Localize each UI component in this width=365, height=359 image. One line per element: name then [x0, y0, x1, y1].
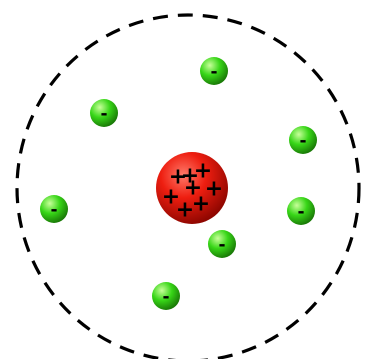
- electron-charge-sign: -: [50, 200, 57, 220]
- electron-charge-sign: -: [100, 104, 107, 124]
- electron-charge-sign: -: [210, 62, 217, 82]
- proton-charge-sign: +: [176, 198, 194, 223]
- electron: -: [90, 99, 118, 127]
- electron-charge-sign: -: [297, 202, 304, 222]
- electron-charge-sign: -: [162, 287, 169, 307]
- electron-charge-sign: -: [299, 131, 306, 151]
- electron: -: [289, 126, 317, 154]
- electron: -: [40, 195, 68, 223]
- electron: -: [152, 282, 180, 310]
- electron: -: [208, 230, 236, 258]
- proton-charge-sign: +: [181, 164, 199, 189]
- nucleus: ++++++++: [156, 152, 228, 224]
- electron-charge-sign: -: [218, 235, 225, 255]
- proton-charge-sign: +: [192, 192, 210, 217]
- electron: -: [200, 57, 228, 85]
- electron: -: [287, 197, 315, 225]
